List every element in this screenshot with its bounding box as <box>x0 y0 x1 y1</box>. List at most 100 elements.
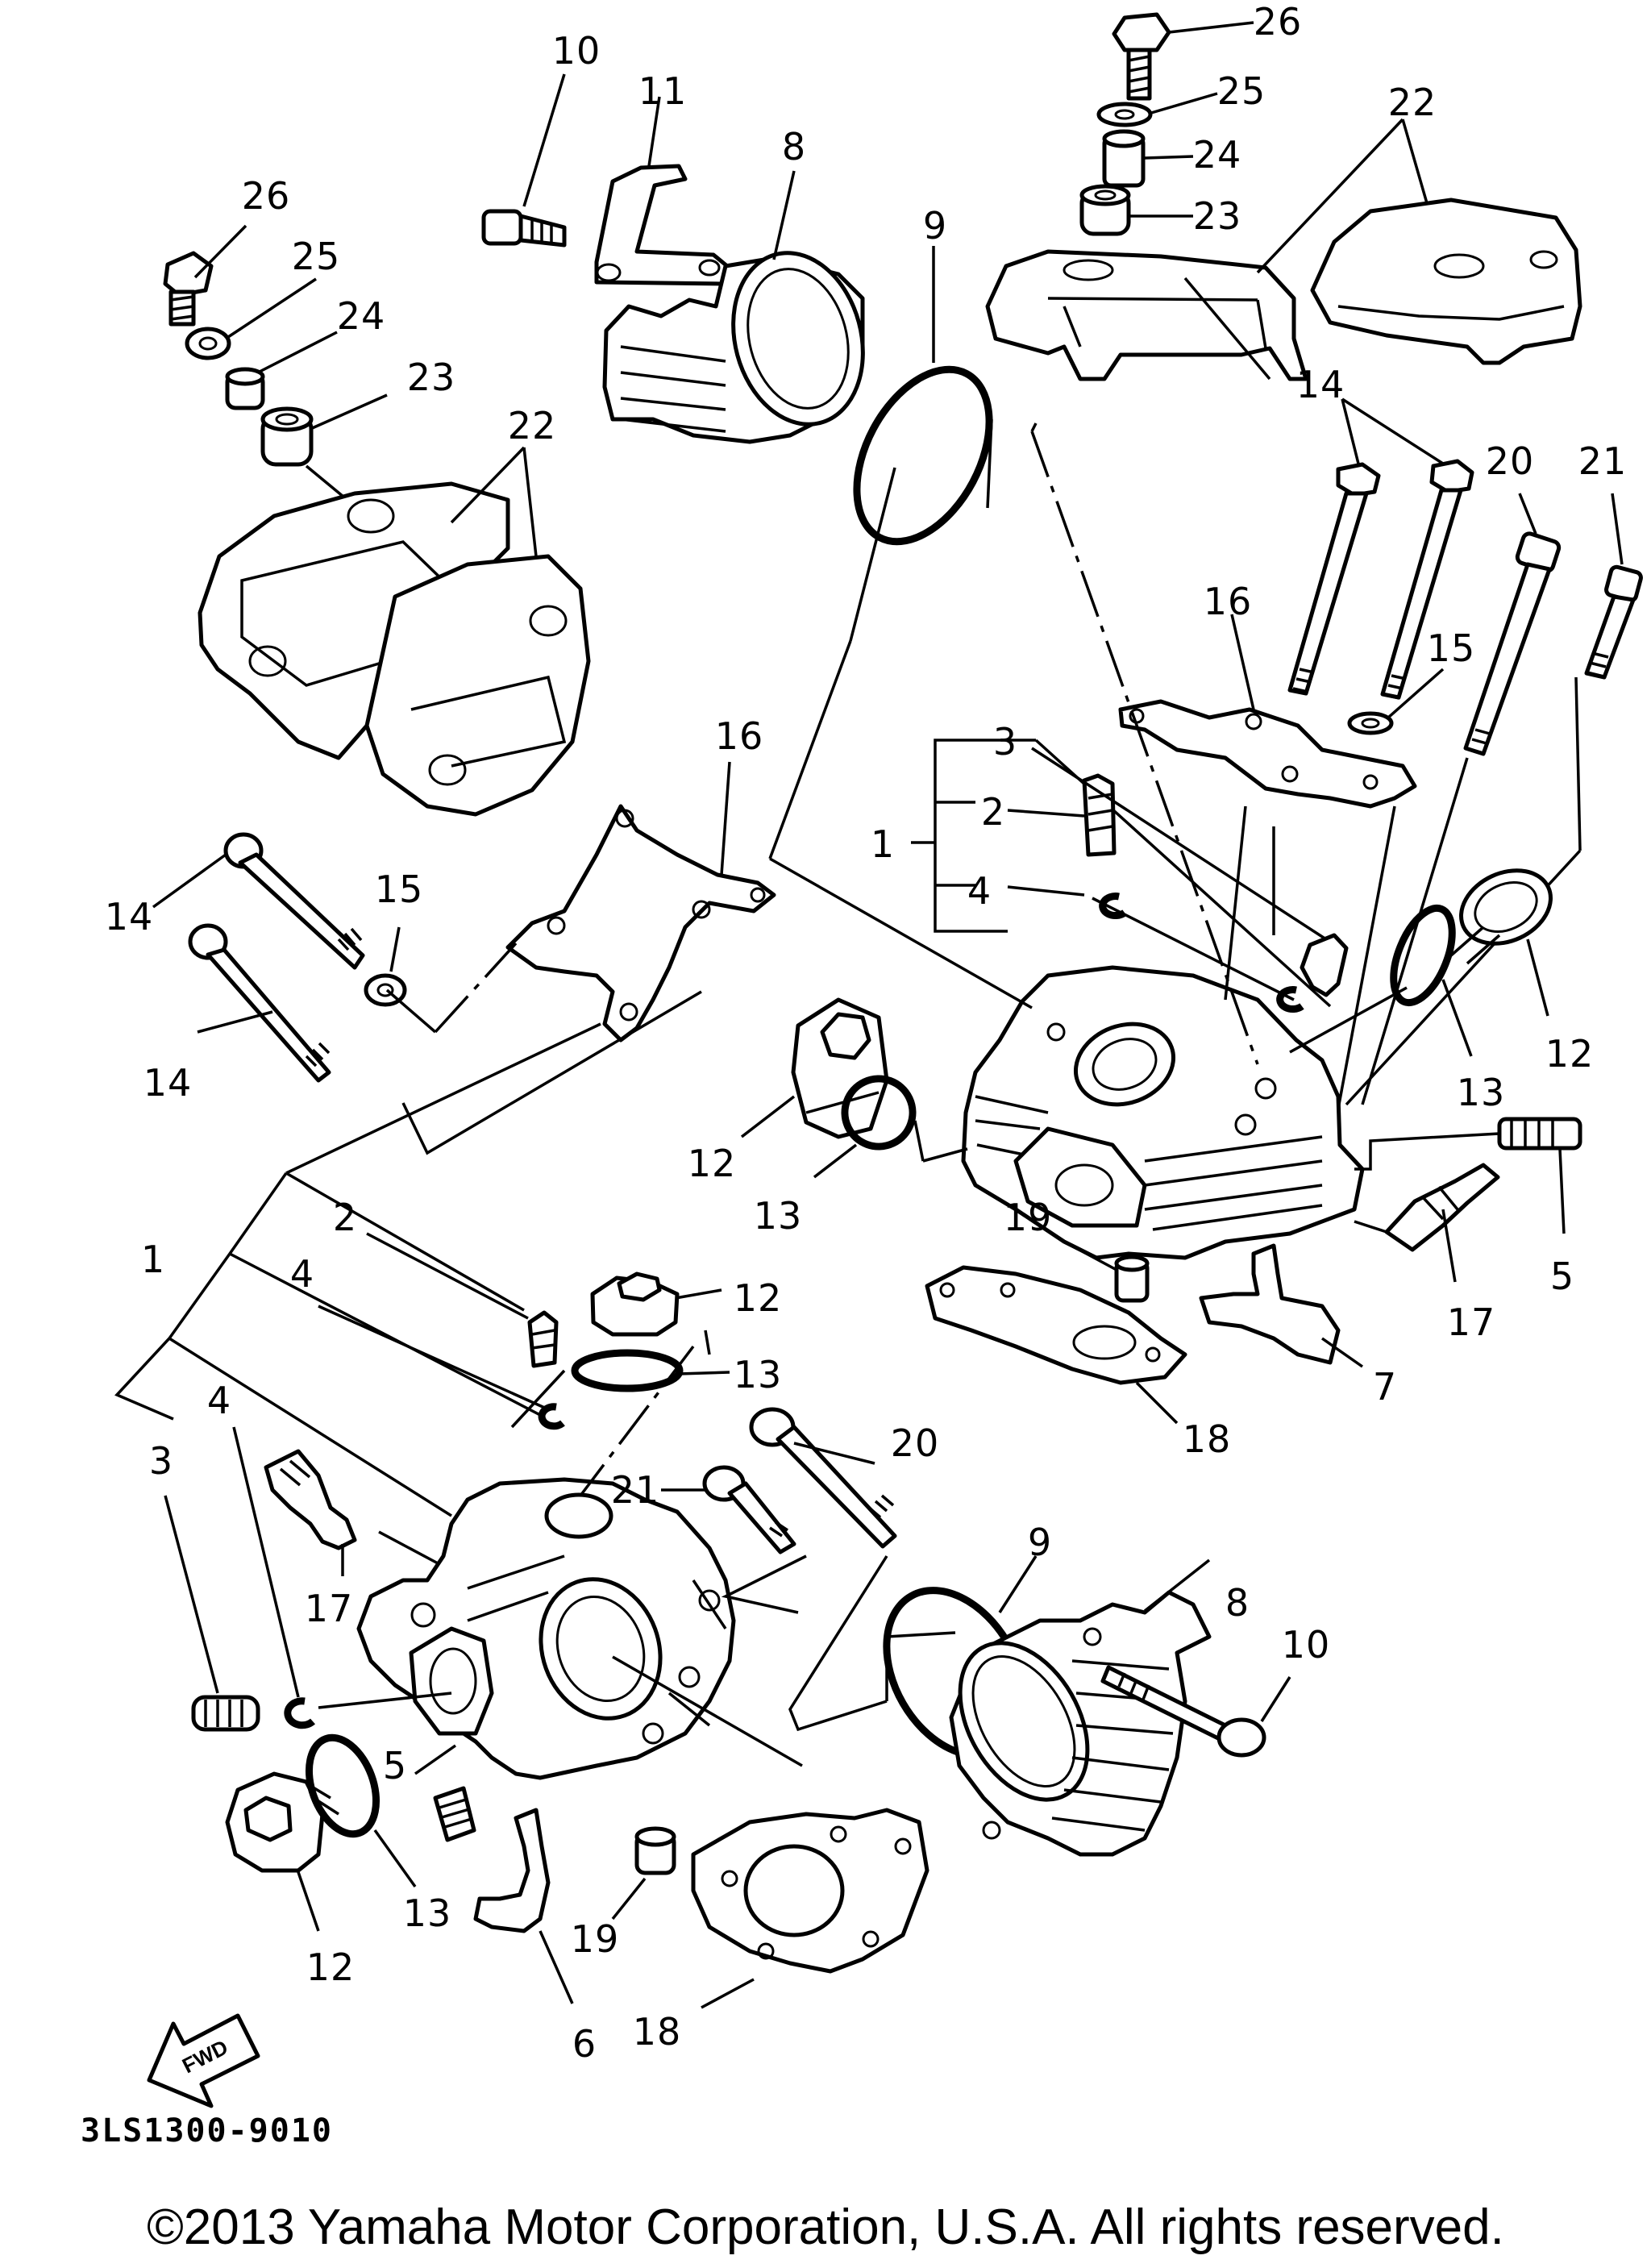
clip-4-bottom-b <box>232 1426 452 1729</box>
tappet-3-top <box>1031 747 1349 997</box>
callout-4-bottom-a: 4 <box>289 1252 315 1296</box>
callout-7: 7 <box>1372 1365 1398 1409</box>
callout-10-bottom: 10 <box>1281 1623 1331 1667</box>
bolt-20-bottom <box>704 1330 897 1549</box>
callout-9-bottom: 9 <box>1027 1521 1053 1564</box>
callout-12-bottom-a: 12 <box>733 1276 783 1320</box>
leader-14-right <box>1341 397 1444 465</box>
bolt-10-bottom <box>1100 1665 1291 1758</box>
callout-12-right: 12 <box>1545 1032 1595 1076</box>
leader-22-top <box>1256 118 1429 274</box>
callout-6: 6 <box>572 2022 597 2066</box>
bolt-14-left-a <box>152 832 365 970</box>
callout-3-top: 3 <box>992 720 1018 764</box>
callout-26-left: 26 <box>241 174 291 218</box>
collar-24-top <box>1102 129 1194 188</box>
callout-14-left-a: 14 <box>104 895 154 938</box>
callout-14-right: 14 <box>1295 363 1345 406</box>
bolt-14-right-a <box>1287 462 1381 696</box>
bracket-1-bottom <box>114 1022 601 1517</box>
oil-pipe-6 <box>473 1808 574 2004</box>
head-cover-22-left <box>198 481 591 817</box>
callout-17-bottom: 17 <box>304 1587 354 1630</box>
callout-16-right: 16 <box>1203 580 1253 623</box>
callout-22-left: 22 <box>507 404 557 447</box>
callout-5-right: 5 <box>1549 1255 1575 1298</box>
leader-left-group <box>385 942 702 1155</box>
bracket-11 <box>594 96 730 286</box>
washer-15-left <box>364 926 407 1007</box>
stud-5-right <box>1354 1117 1582 1234</box>
callout-20-bottom: 20 <box>890 1421 940 1465</box>
dowel-19-top <box>1063 1240 1150 1303</box>
gasket-18-bottom <box>691 1808 929 2009</box>
bolt-14-left-b <box>188 923 331 1083</box>
bolt-21-bottom <box>661 1465 796 1554</box>
cylinder-8-bottom <box>949 1558 1212 1857</box>
o-ring-9-top <box>853 246 993 546</box>
callout-19-bottom: 19 <box>570 1917 620 1961</box>
cylinder-8-top <box>602 170 865 444</box>
bolt-20-top <box>1463 493 1562 756</box>
callout-17-right: 17 <box>1446 1300 1496 1344</box>
bolt-10-top <box>481 73 567 248</box>
callout-9-top: 9 <box>922 204 948 248</box>
oil-pipe-7 <box>1199 1243 1364 1368</box>
callout-22-top: 22 <box>1387 81 1437 124</box>
head-cover-22-top-left <box>985 249 1308 381</box>
callout-23-left: 23 <box>406 356 456 399</box>
bolt-14-right-b <box>1380 459 1474 700</box>
callout-12-mid: 12 <box>687 1142 737 1185</box>
spark-plug-17-right <box>1354 1163 1500 1283</box>
callout-24-left: 24 <box>336 294 386 338</box>
copyright-notice: ©2013 Yamaha Motor Corporation, U.S.A. A… <box>147 2199 1504 2255</box>
cam-plate-16-left <box>505 761 776 1042</box>
callout-2-top: 2 <box>980 790 1006 834</box>
washer-25-left <box>185 277 317 360</box>
callout-13-bottom-b: 13 <box>402 1891 452 1935</box>
callout-4-bottom-b: 4 <box>206 1379 232 1422</box>
callout-4-top: 4 <box>967 869 992 913</box>
callout-21-bottom: 21 <box>610 1468 660 1512</box>
collar-24-left <box>225 331 338 410</box>
o-ring-13-mid <box>813 1075 968 1179</box>
callout-5-bottom: 5 <box>382 1744 408 1787</box>
callout-23-top: 23 <box>1192 194 1242 238</box>
callout-24-top: 24 <box>1192 133 1242 177</box>
callout-15-right: 15 <box>1426 626 1476 670</box>
o-ring-13-right <box>1289 904 1473 1057</box>
callout-25-left: 25 <box>291 235 341 278</box>
washer-25-top <box>1096 92 1218 127</box>
callout-13-right: 13 <box>1456 1071 1506 1114</box>
washer-15-right <box>1347 668 1445 735</box>
clip-4-top <box>1007 885 1304 1013</box>
diagram-code: 3LS1300-9010 <box>81 2112 333 2149</box>
oil-plug-12-bottom-b <box>225 1771 339 1932</box>
callout-12-bottom-b: 12 <box>306 1945 356 1989</box>
clip-4-bottom-a <box>318 1305 565 1430</box>
gasket-18-top <box>925 1265 1187 1425</box>
stud-5-bottom <box>414 1744 476 1842</box>
spark-plug-17-bottom <box>264 1449 440 1576</box>
forward-arrow-icon <box>147 2013 260 2108</box>
leader-22-left <box>450 446 538 557</box>
callout-11: 11 <box>638 69 688 113</box>
cylinder-head-1-bottom <box>356 1477 736 1780</box>
callout-16-left: 16 <box>714 714 764 758</box>
o-ring-13-bottom-a <box>571 1349 730 1392</box>
callout-8-top: 8 <box>781 125 807 169</box>
callout-26-top: 26 <box>1253 0 1303 44</box>
bolt-26-left <box>163 224 247 327</box>
tappet-3-bottom <box>164 1495 260 1732</box>
cam-plate-16-right <box>1118 614 1417 809</box>
callout-20-top: 20 <box>1485 439 1535 483</box>
oil-plug-12-bottom-a <box>590 1271 722 1337</box>
tappet-2-bottom <box>366 1232 559 1368</box>
callout-2-bottom: 2 <box>332 1196 358 1239</box>
tappet-2-top <box>1007 773 1117 857</box>
callout-14-left-b: 14 <box>143 1061 193 1105</box>
callout-13-mid: 13 <box>753 1194 803 1238</box>
callout-21-top: 21 <box>1578 439 1628 483</box>
callout-25-top: 25 <box>1216 69 1266 113</box>
